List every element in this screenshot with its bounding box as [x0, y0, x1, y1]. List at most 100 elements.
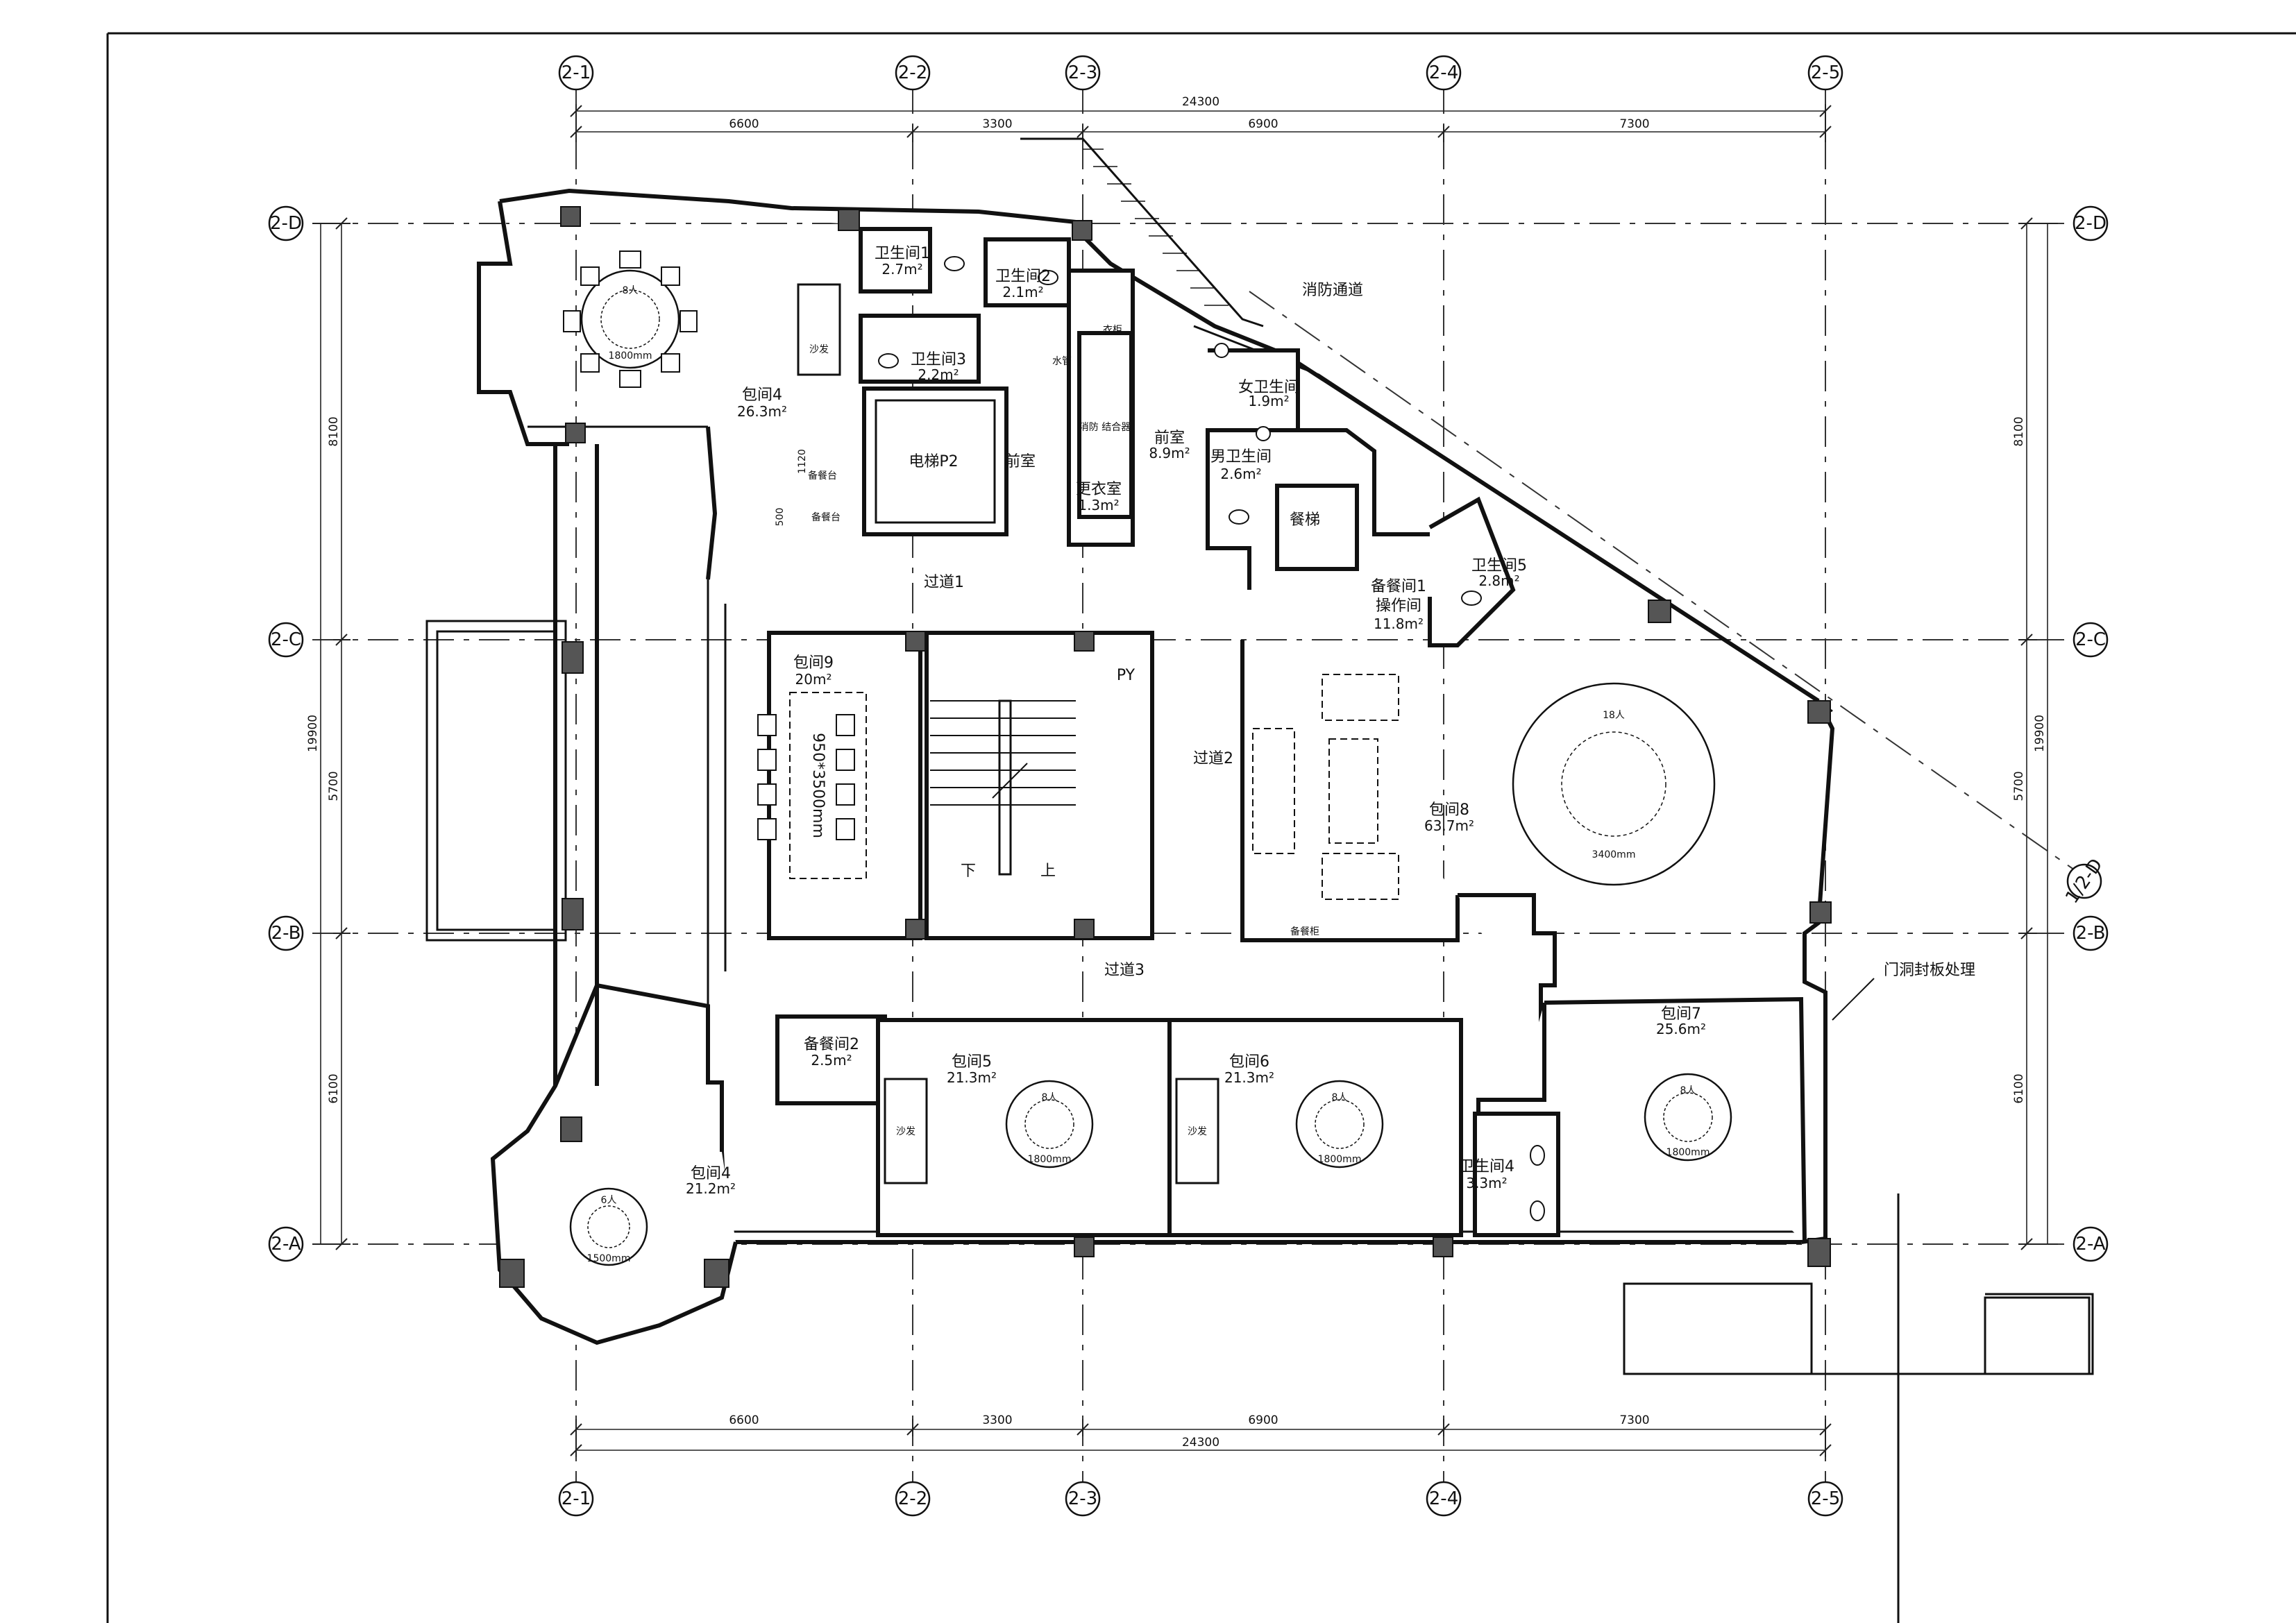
room-water-pipe: 水管	[1052, 356, 1072, 367]
room-changing-name: 更衣室	[1076, 481, 1122, 498]
room-dumbwaiter: 餐梯	[1290, 511, 1320, 529]
dim-span-3-top: 6900	[1248, 117, 1278, 131]
dim-500: 500	[775, 508, 786, 527]
axis-label-2-D-right: 2-D	[2075, 213, 2107, 234]
room-baojian5-name: 包间5	[952, 1053, 992, 1071]
room-wc1-area: 2.7m²	[881, 261, 922, 278]
room-wc4-area: 3.3m²	[1466, 1175, 1507, 1191]
room-baojian5-area: 21.3m²	[947, 1069, 997, 1086]
room-wc2-name: 卫生间2	[995, 268, 1051, 285]
dim-total-top: 24300	[1182, 95, 1219, 109]
room-baojian8-name: 包间8	[1429, 801, 1469, 819]
service-counter-8-label: 备餐柜	[1290, 926, 1319, 937]
axis-label-2-A-right: 2-A	[2075, 1234, 2105, 1255]
dim-span-1-bottom: 6600	[729, 1413, 759, 1427]
sheet-frame	[106, 32, 2296, 1623]
axis-label-2-A-left: 2-A	[271, 1234, 301, 1255]
service-counter-small-label: 备餐台	[808, 470, 837, 482]
room-wc1-name: 卫生间1	[875, 245, 930, 262]
dim-right-3: 6100	[2012, 1073, 2026, 1103]
axis-label-2-C-left: 2-C	[271, 629, 301, 650]
dim-right-2: 5700	[2012, 771, 2026, 801]
room-wc-female-area: 1.9m²	[1248, 393, 1289, 409]
sofa5-label: 沙发	[896, 1126, 915, 1137]
room-wc5-area: 2.8m²	[1478, 572, 1519, 589]
room-baojian6-name: 包间6	[1229, 1053, 1269, 1071]
room-wc-female-name: 女卫生间	[1238, 379, 1299, 396]
axis-label-2-D-left: 2-D	[270, 213, 302, 234]
dimension-bottom: 6600 3300 6900 7300 24300	[570, 1413, 1832, 1457]
room-pantry1-name: 备餐间1	[1371, 578, 1426, 595]
room-anteroom2-name: 前室	[1154, 430, 1185, 447]
dining-set-baojian6: 8人 1800mm	[1295, 1080, 1384, 1169]
table-size-baojian6: 1800mm	[1318, 1154, 1362, 1165]
room-wc5-name: 卫生间5	[1471, 557, 1527, 575]
table-size-baojian8: 3400mm	[1592, 849, 1636, 860]
table-size-baojian9: 950*3500mm	[809, 733, 827, 838]
dining-set-baojian4-bottom: 6人 1500mm	[569, 1187, 648, 1266]
dining-set-baojian5: 8人 1800mm	[1005, 1080, 1094, 1169]
py-label: PY	[1117, 667, 1136, 684]
room-fire-cabinet: 消防 结合器	[1079, 422, 1131, 433]
dimension-left: 8100 5700 6100 19900	[306, 217, 351, 1250]
dim-left-3: 6100	[327, 1073, 341, 1103]
stair-up-label: 上	[1040, 863, 1056, 880]
room-baojian4-top-name: 包间4	[742, 386, 782, 404]
axis-label-2-C-right: 2-C	[2075, 629, 2106, 650]
room-pantry1-name2: 操作间	[1376, 597, 1421, 615]
room-wc-male-area: 2.6m²	[1220, 466, 1261, 482]
room-baojian6-area: 21.3m²	[1224, 1069, 1274, 1086]
service-counter-label: 备餐台	[811, 511, 841, 523]
dim-right-1: 8100	[2012, 416, 2026, 446]
seats-baojian4-bottom: 6人	[601, 1195, 617, 1206]
dim-total-bottom: 24300	[1182, 1436, 1219, 1450]
dim-span-1-top: 6600	[729, 117, 759, 131]
room-baojian9-name: 包间9	[793, 654, 834, 672]
axis-bubbles: 2-1 2-2 2-3 2-4 2-5 2-1 2-2 2-3 2-4 2-5 …	[268, 55, 2109, 1517]
dim-1120: 1120	[797, 449, 808, 474]
plumbing-fixtures	[878, 256, 1545, 1221]
room-changing-area: 1.3m²	[1078, 497, 1119, 513]
room-elevator: 电梯P2	[909, 453, 958, 470]
corridor1-label: 过道1	[924, 574, 964, 591]
dining-set-baojian7: 8人 1800mm	[1644, 1073, 1732, 1162]
dim-right-total: 19900	[2033, 715, 2047, 752]
dim-span-4-bottom: 7300	[1619, 1413, 1649, 1427]
dim-span-2-top: 3300	[982, 117, 1012, 131]
furniture-baojian8: 18人 3400mm	[1252, 674, 1716, 900]
room-baojian9-area: 20m²	[795, 671, 832, 688]
room-pantry2-name: 备餐间2	[804, 1036, 859, 1053]
axis-label-2-B-right: 2-B	[2076, 923, 2106, 944]
seats-baojian5: 8人	[1042, 1092, 1058, 1103]
axis-label-2-4-bottom: 2-4	[1429, 1488, 1458, 1509]
room-pantry1-area: 11.8m²	[1374, 615, 1424, 632]
dining-set-baojian4-top: 8人 1800mm	[563, 250, 698, 388]
walls	[425, 137, 2094, 1375]
axis-label-2-3-bottom: 2-3	[1068, 1488, 1097, 1509]
dim-span-2-bottom: 3300	[982, 1413, 1012, 1427]
room-anteroom1: 前室	[1005, 453, 1036, 470]
table-size-baojian4-top: 1800mm	[609, 350, 652, 362]
room-wc3-name: 卫生间3	[911, 351, 966, 368]
corridor2-label: 过道2	[1193, 750, 1233, 767]
axis-label-2-5-bottom: 2-5	[1811, 1488, 1840, 1509]
room-baojian4-bottom-area: 21.2m²	[686, 1180, 736, 1197]
room-baojian4-bottom-name: 包间4	[691, 1165, 731, 1182]
stair-down-label: 下	[961, 863, 976, 880]
dim-left-1: 8100	[327, 416, 341, 446]
sofa-top-label: 沙发	[809, 344, 829, 355]
axis-label-2-1-top: 2-1	[562, 62, 591, 83]
room-labels: 包间4 26.3m² 卫生间1 2.7m² 卫生间2 2.1m² 卫生间3 2.…	[686, 245, 1975, 1197]
axis-label-2-4-top: 2-4	[1429, 62, 1458, 83]
axis-label-2-5-top: 2-5	[1811, 62, 1840, 83]
room-wc3-area: 2.2m²	[918, 366, 959, 383]
axis-label-2-2-bottom: 2-2	[898, 1488, 927, 1509]
table-size-baojian4-bottom: 1500mm	[587, 1253, 631, 1264]
table-size-baojian7: 1800mm	[1666, 1147, 1710, 1158]
seats-baojian4-top: 8人	[623, 285, 639, 296]
columns	[499, 206, 1832, 1288]
fire-passage-label: 消防通道	[1302, 282, 1363, 299]
room-wardrobe: 衣柜	[1103, 325, 1122, 336]
room-anteroom2-area: 8.9m²	[1149, 445, 1190, 461]
